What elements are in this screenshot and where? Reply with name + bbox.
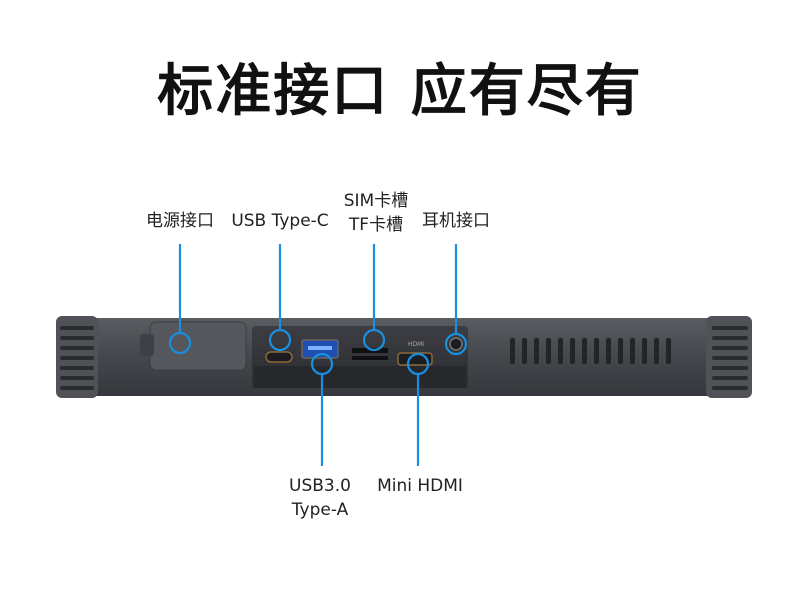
right-grooves xyxy=(712,326,748,390)
side-vents xyxy=(510,338,671,364)
label-usb-a-line2: Type-A xyxy=(291,500,349,520)
callouts xyxy=(168,244,468,466)
power-plate xyxy=(149,321,247,371)
label-sim-line2: TF卡槽 xyxy=(348,215,404,235)
label-usb-a-line1: USB3.0 xyxy=(289,476,351,496)
label-hdmi: Mini HDMI xyxy=(377,476,463,496)
label-sim: SIM卡槽 TF卡槽 xyxy=(336,189,416,237)
label-power: 电源接口 xyxy=(146,211,214,231)
label-sim-line1: SIM卡槽 xyxy=(343,191,409,211)
usb-c-port xyxy=(265,351,293,363)
page-title: 标准接口 应有尽有 xyxy=(157,59,643,124)
left-grooves xyxy=(60,326,94,390)
label-usb-a: USB3.0 Type-A xyxy=(280,474,360,522)
hdmi-port-mark: HDMI xyxy=(408,341,424,348)
audio-jack xyxy=(449,337,463,351)
tf-slot xyxy=(352,356,388,360)
label-audio: 耳机接口 xyxy=(422,211,490,231)
power-tab xyxy=(140,334,154,356)
label-usb-c: USB Type-C xyxy=(231,211,329,231)
